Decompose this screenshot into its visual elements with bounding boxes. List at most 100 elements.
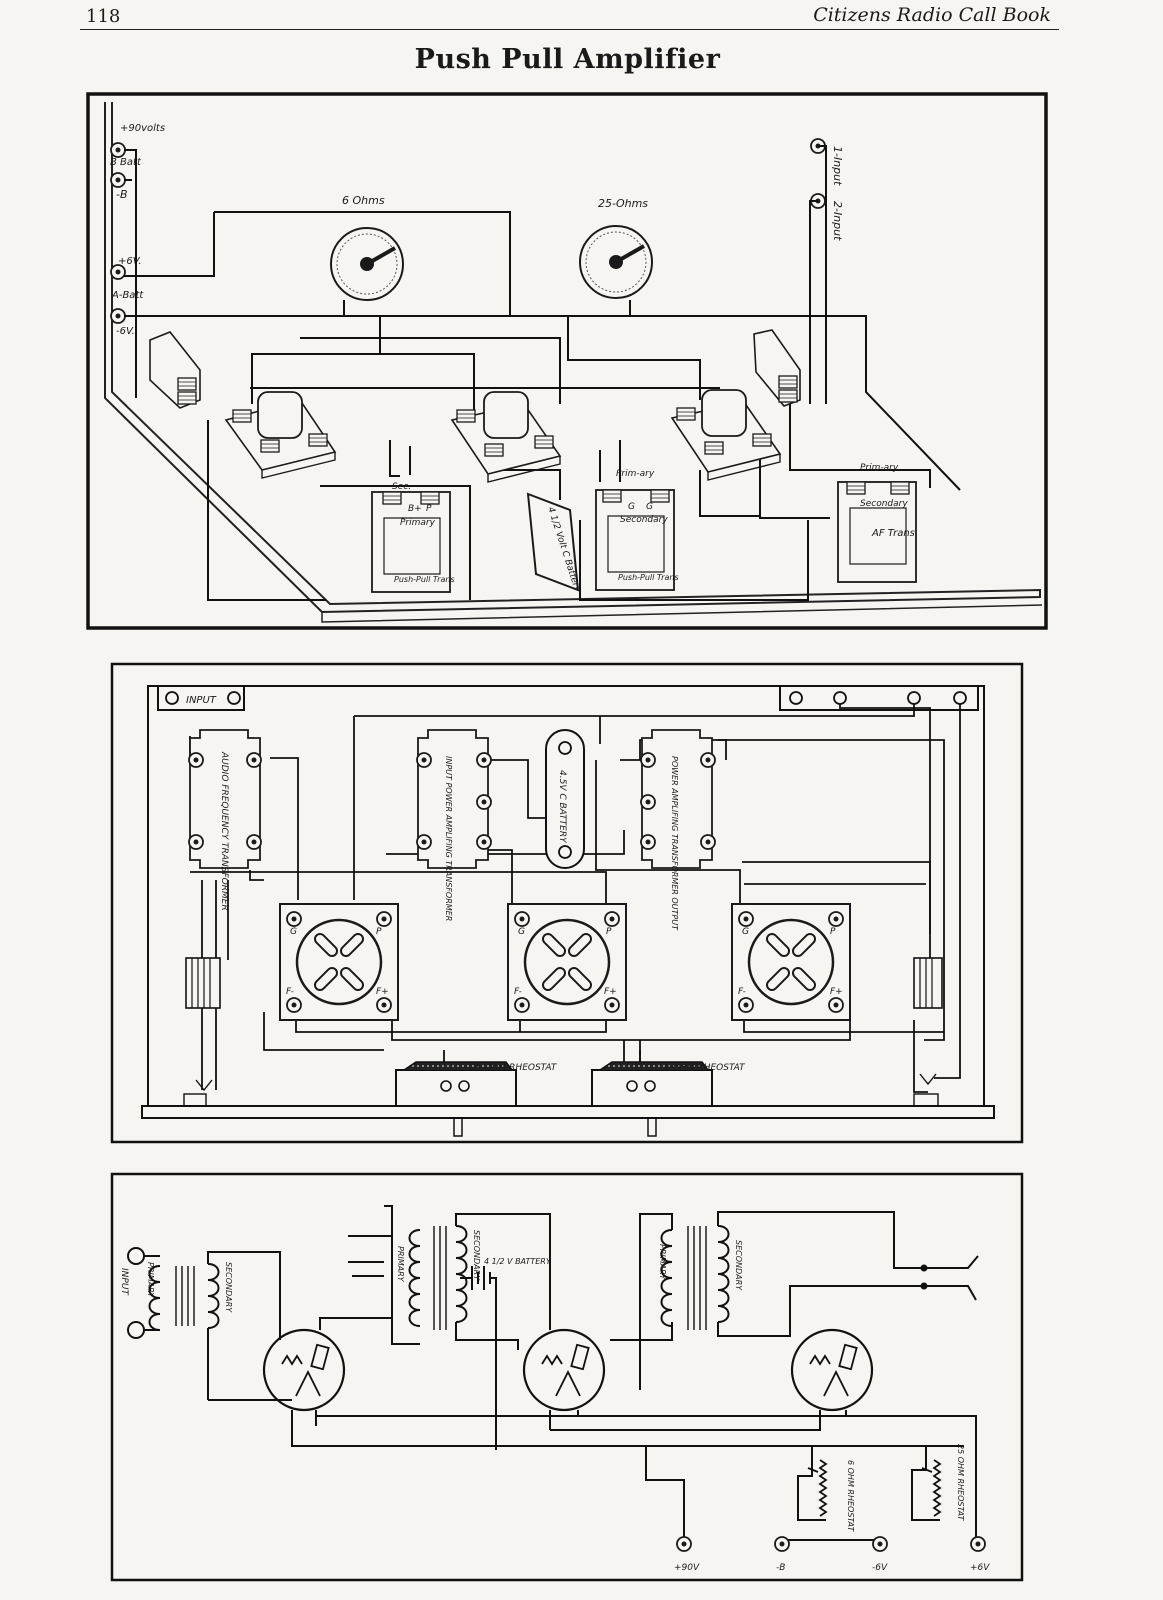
schematic-diagram: INPUT PRIMARY SECONDARY: [110, 1172, 1024, 1582]
input-label: INPUT: [186, 695, 217, 706]
tube-socket-1: [224, 391, 337, 479]
supply-label: +90V: [674, 1563, 700, 1573]
audio-frequency-transformer: AUDIO FREQUENCY TRANSFORMER: [188, 729, 262, 911]
tube-pin-labels: G P F- F+ G P F- F+ G P F- F+: [286, 927, 843, 997]
input-transformer-schematic: PRIMARY SECONDARY: [144, 1251, 281, 1400]
transformer-label: P: [426, 504, 432, 514]
supply-label: -B: [776, 1563, 785, 1573]
rheostat-label: 25 OHM RHEOSTAT: [956, 1444, 965, 1522]
pictorial-diagram: +90volts B Batt -B +6V. A-Batt -6V. 1-In…: [86, 92, 1048, 630]
tube-socket-middle: [508, 904, 626, 1020]
rheostat-label: 25-Ohms: [598, 197, 648, 210]
book-title: Citizens Radio Call Book: [813, 4, 1051, 26]
c-battery-schematic: 4 1/2 V BATTERY: [460, 1257, 552, 1450]
rheostat-25-ohm-wiring: 25-OHM RHEOSTAT: [395, 1061, 558, 1107]
c-battery-wiring: 4.5V C BATTERY: [545, 729, 585, 869]
rheostat-label: 6 OHM RHEOSTAT: [846, 1460, 855, 1532]
secondary-label: SECONDARY: [472, 1230, 481, 1281]
rheostat-25-ohm: 25-Ohms: [579, 197, 653, 299]
push-pull-transformer-2: Prim-ary G G Secondary Push-Pull Trans: [595, 469, 679, 591]
rheostat-label: 6-OHM RHEOSTAT: [664, 1063, 746, 1073]
pin-label: F+: [604, 987, 617, 997]
transformer-label: Secondary: [860, 499, 908, 509]
pin-label: F-: [514, 987, 522, 997]
terminal-post: [110, 142, 126, 158]
supply-label: -6V: [872, 1563, 888, 1573]
terminal-label: -B: [116, 188, 128, 201]
input-label: 1-Input: [831, 146, 844, 186]
secondary-label: SECONDARY: [224, 1262, 233, 1313]
rheostat-6-ohm-schematic: 6 OHM RHEOSTAT: [807, 1459, 855, 1532]
pin-label: P: [606, 927, 612, 937]
pin-label: P: [376, 927, 382, 937]
rheostat-label: 6 Ohms: [342, 194, 385, 207]
output-power-amplifying-transformer: POWER AMPLIFING TRANSFORMER OUTPUT: [640, 729, 716, 931]
output-jack-wiring-right: [913, 957, 943, 1107]
push-pull-transformer-1: Sec. B+ P Primary Push-Pull Trans: [371, 482, 455, 593]
terminal-label: +6V.: [118, 256, 142, 267]
pin-label: F-: [286, 987, 294, 997]
push-pull-output-transformer: PRIMARY SECONDARY: [610, 1211, 944, 1390]
pin-label: P: [830, 927, 836, 937]
pin-label: G: [518, 927, 525, 937]
terminal-label: A-Batt: [111, 290, 144, 301]
tube-socket-left: [280, 904, 398, 1020]
transformer-label: Secondary: [620, 515, 668, 525]
transformer-name: AF Trans.: [871, 528, 918, 539]
tube-socket-3: [670, 389, 782, 481]
tube-socket-2: [450, 391, 562, 483]
battery-label: 4.5V C BATTERY: [557, 770, 567, 844]
battery-label: 4 1/2 V BATTERY: [484, 1257, 552, 1266]
supply-terminals: +90V -B -6V +6V: [674, 1536, 990, 1573]
battery-terminal-strip: +90volts B Batt -B +6V. A-Batt -6V.: [110, 123, 165, 337]
secondary-label: SECONDARY: [734, 1240, 743, 1291]
transformer-label: G: [646, 502, 653, 512]
input-label: 2-Input: [831, 201, 844, 241]
vacuum-tube-1: [262, 1328, 346, 1412]
rheostat-6-ohm-wiring: 6-OHM RHEOSTAT: [591, 1061, 746, 1107]
input-label: INPUT: [119, 1268, 129, 1296]
page-number: 118: [86, 6, 121, 27]
page-header: 118 Citizens Radio Call Book: [0, 0, 1163, 30]
transformer-name: Push-Pull Trans: [618, 573, 679, 582]
battery-terminal-strip: [779, 685, 979, 711]
pin-label: G: [290, 927, 297, 937]
page-title: Push Pull Amplifier: [414, 44, 721, 75]
primary-label: PRIMARY: [146, 1262, 155, 1299]
af-transformer: Prim-ary Secondary AF Trans.: [837, 463, 918, 583]
wiring-layout-diagram: INPUT: [110, 662, 1024, 1144]
output-jack-schematic: [920, 1255, 979, 1301]
input-terminals-schematic: INPUT: [119, 1247, 145, 1339]
terminal-label: +90volts: [120, 123, 165, 134]
primary-label: PRIMARY: [658, 1244, 667, 1281]
terminal-label: -6V.: [116, 326, 135, 337]
transformer-label: AUDIO FREQUENCY TRANSFORMER: [219, 751, 229, 911]
rheostat-6-ohm: 6 Ohms: [330, 194, 404, 301]
transformer-label: Sec.: [392, 482, 411, 492]
transformer-label: POWER AMPLIFING TRANSFORMER OUTPUT: [670, 756, 679, 931]
input-jack-left: [149, 331, 201, 409]
rheostat-label: 25-OHM RHEOSTAT: [470, 1063, 558, 1073]
transformer-label: Primary: [400, 518, 436, 528]
transformer-name: Push-Pull Trans: [394, 575, 455, 584]
transformer-label: B+: [408, 504, 422, 514]
rheostat-25-ohm-schematic: 25 OHM RHEOSTAT: [921, 1444, 965, 1522]
tube-socket-right: [732, 904, 850, 1020]
supply-label: +6V: [970, 1563, 990, 1573]
transformer-label: Prim-ary: [616, 469, 655, 479]
pin-label: G: [742, 927, 749, 937]
terminal-label: B Batt: [110, 157, 142, 168]
input-power-amplifying-transformer: INPUT POWER AMPLIFING TRANSFORMER: [416, 729, 492, 921]
primary-label: PRIMARY: [396, 1246, 405, 1283]
transformer-label: G: [628, 502, 635, 512]
vacuum-tube-2: [522, 1328, 606, 1412]
c-battery-pictorial: 4 1/2 Volt C Battery: [526, 492, 582, 594]
pin-label: F-: [738, 987, 746, 997]
input-jack-wiring-left: [183, 957, 221, 1107]
vacuum-tube-3: [790, 1328, 874, 1412]
input-terminal-strip: INPUT: [157, 685, 245, 711]
input-terminals: 1-Input 2-Input: [810, 138, 844, 241]
pin-label: F+: [376, 987, 389, 997]
push-pull-input-transformer: PRIMARY SECONDARY: [384, 1205, 551, 1350]
